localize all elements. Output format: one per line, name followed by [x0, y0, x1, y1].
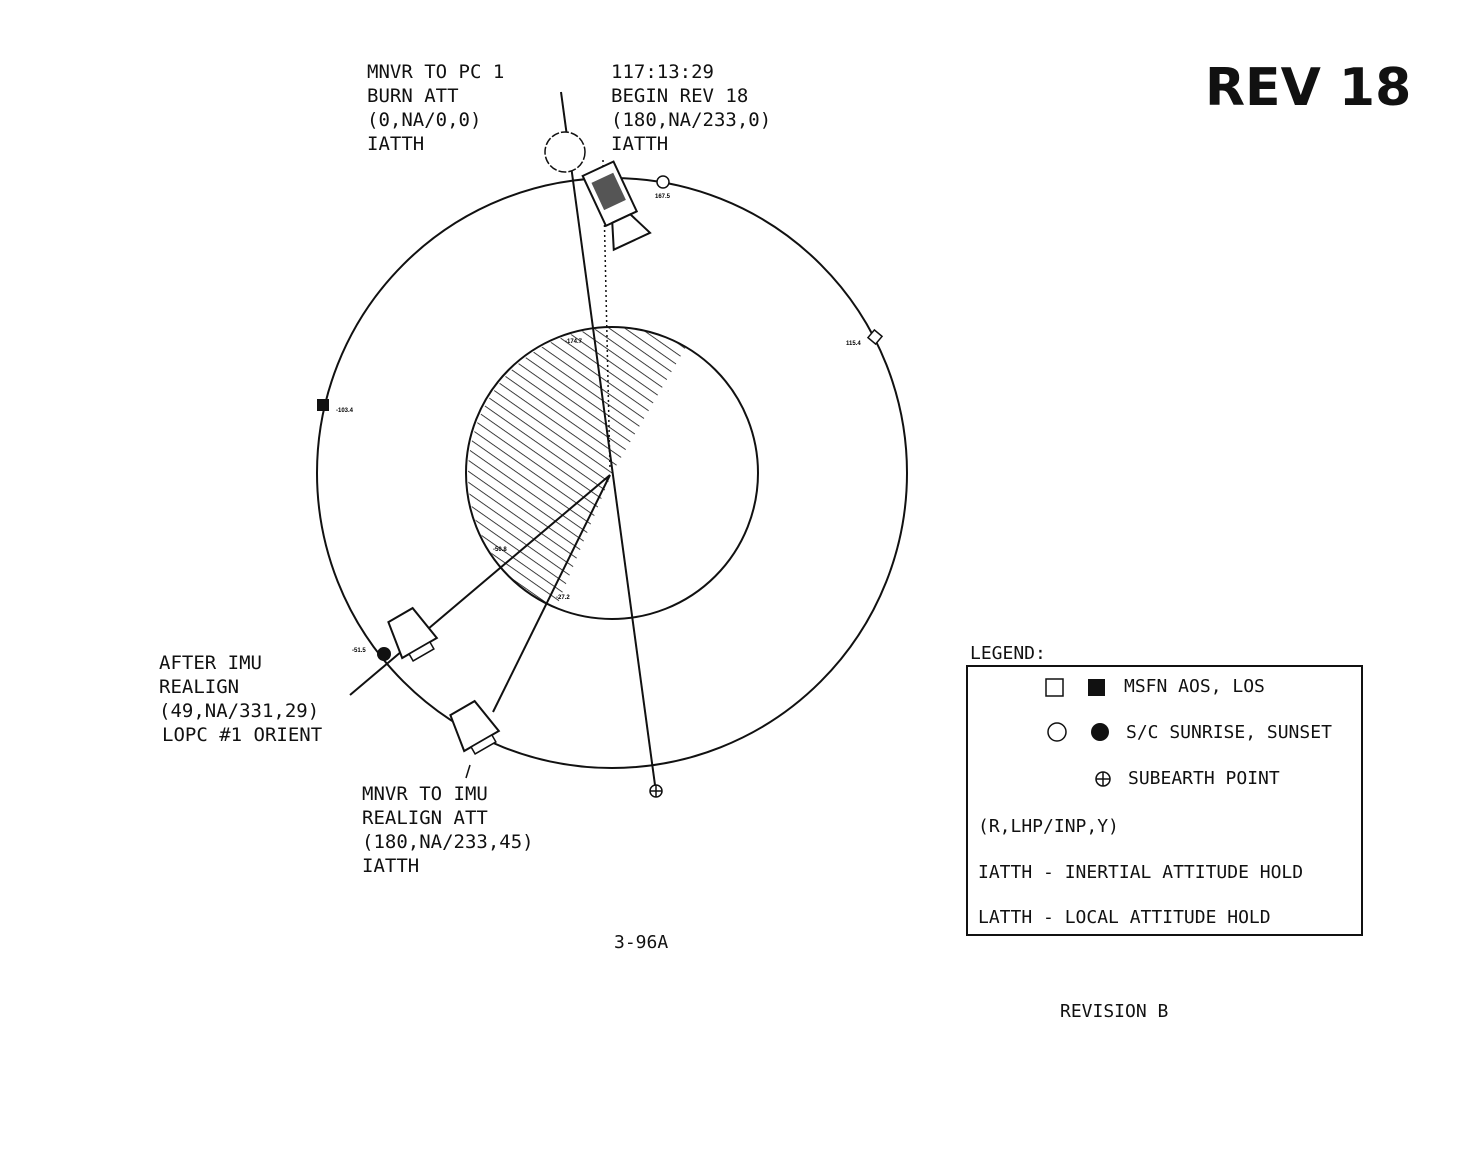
annotation-line: 117:13:29 — [611, 61, 714, 83]
annotation-line: IATTH — [611, 133, 669, 155]
shadow-exit-label-a: -50.8 — [493, 547, 507, 553]
annotation-line: AFTER IMU — [159, 652, 262, 674]
legend-item-sunrise: S/C SUNRISE, SUNSET — [1126, 722, 1332, 743]
revision-label: REVISION B — [1060, 1001, 1169, 1022]
aos-marker-icon — [866, 328, 884, 346]
legend-item-iatth: IATTH - INERTIAL ATTITUDE HOLD — [978, 862, 1304, 883]
sunset-circle-icon — [1091, 723, 1109, 741]
earth-icon — [544, 131, 586, 173]
aos-square-icon — [1045, 678, 1064, 697]
attitude-line-realign — [349, 474, 611, 696]
legend-item-subearth: SUBEARTH POINT — [1128, 768, 1280, 789]
attitude-line-mnvr — [492, 474, 611, 713]
spacecraft-icon-top — [581, 160, 652, 252]
spacecraft-icon-realign — [387, 606, 439, 662]
legend-symbols — [1045, 678, 1111, 787]
sunrise-label: 167.5 — [655, 194, 671, 200]
annotation-line: REALIGN — [159, 676, 240, 698]
annotation-line: REALIGN ATT — [362, 807, 488, 829]
legend-title: LEGEND: — [970, 643, 1046, 664]
annotation-line: BEGIN REV 18 — [611, 85, 749, 107]
rev-title: REV 18 — [1205, 58, 1412, 118]
los-marker-icon — [317, 399, 329, 411]
shadow-region — [468, 328, 686, 608]
moon-circle — [465, 326, 759, 620]
sunset-marker-icon — [377, 647, 391, 661]
annotation-line: (180,NA/233,0) — [611, 109, 772, 131]
sunset-label: -51.5 — [352, 648, 366, 654]
annotation-line: BURN ATT — [367, 85, 459, 107]
attitude-line-main — [560, 91, 656, 786]
annotation-line: (180,NA/233,45) — [362, 831, 534, 853]
los-square-icon — [1088, 679, 1105, 696]
aos-label: 115.4 — [846, 341, 861, 347]
annotation-line: MNVR TO IMU — [362, 783, 488, 805]
page-number: 3-96A — [614, 932, 669, 953]
annotation-line: MNVR TO PC 1 — [367, 61, 505, 83]
annotation-line: LOPC #1 ORIENT — [162, 724, 323, 746]
annotation-line: (49,NA/331,29) — [159, 700, 320, 722]
shadow-entry-label: -174.7 — [565, 339, 583, 345]
annotation-line: IATTH — [362, 855, 420, 877]
annotation-line: IATTH — [367, 133, 425, 155]
legend-item-format: (R,LHP/INP,Y) — [978, 816, 1119, 837]
spacecraft-icon-mnvr — [449, 699, 501, 755]
legend-item-latth: LATTH - LOCAL ATTITUDE HOLD — [978, 907, 1271, 928]
annotation-line: (0,NA/0,0) — [367, 109, 482, 131]
los-label: -103.4 — [336, 408, 354, 414]
sunrise-circle-icon — [1047, 722, 1067, 742]
legend-item-msfn: MSFN AOS, LOS — [1124, 676, 1265, 697]
shadow-exit-label-b: -27.2 — [556, 595, 570, 601]
sunrise-marker-icon — [656, 175, 670, 189]
legend-box: MSFN AOS, LOS S/C SUNRISE, SUNSET SUBEAR… — [966, 665, 1363, 936]
